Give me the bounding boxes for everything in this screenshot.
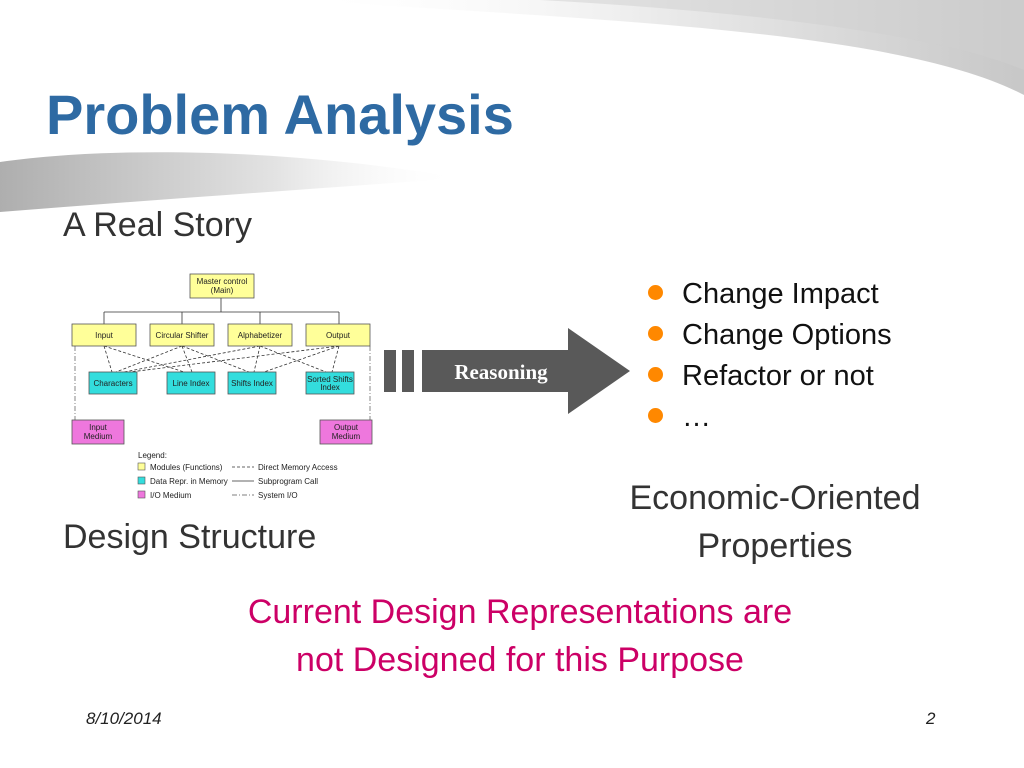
module-output: Output [326,331,351,340]
data-sorted-shifts: Sorted Shifts [307,375,353,384]
bullet-dot-icon [648,284,663,300]
bullet-item: Change Options [648,315,892,356]
legend-modules: Modules (Functions) [150,463,223,472]
reasoning-arrow: Reasoning [384,328,630,414]
module-alphabetizer: Alphabetizer [238,331,283,340]
bullet-dot-icon [648,407,663,423]
legend-data: Data Repr. in Memory [150,477,228,486]
output-medium-label: Output [334,423,359,432]
data-characters: Characters [93,379,132,388]
bullet-dot-icon [648,325,663,341]
legend-system-io: System I/O [258,491,298,500]
bullet-dot-icon [648,366,663,382]
reasoning-label: Reasoning [454,360,548,384]
conclusion-text: Current Design Representations are not D… [247,593,793,679]
slide-number: 2 [926,709,936,728]
design-structure-diagram: Master control (Main) Input Circular Shi… [71,273,373,500]
legend-title: Legend: [138,451,167,460]
data-line-index: Line Index [173,379,210,388]
input-medium-label: Input [89,423,108,432]
legend-direct-memory: Direct Memory Access [258,463,338,472]
legend-io: I/O Medium [150,491,192,500]
economic-properties-caption: Economic-Oriented Properties [629,479,921,565]
bullet-list: Change Impact Change Options Refactor or… [648,274,892,438]
bullet-item: Change Impact [648,274,892,315]
subtitle: A Real Story [63,206,252,244]
legend-subprogram: Subprogram Call [258,477,318,486]
master-main-label: (Main) [211,286,234,295]
data-shifts-index: Shifts Index [231,379,273,388]
bullet-item: … [648,397,892,438]
bullet-item: Refactor or not [648,356,892,397]
input-medium-label-2: Medium [84,432,113,441]
design-structure-caption: Design Structure [63,518,317,556]
data-sorted-index: Index [320,383,340,392]
module-circular-shifter: Circular Shifter [156,331,209,340]
master-control-label: Master control [197,277,248,286]
output-medium-label-2: Medium [332,432,361,441]
module-input: Input [95,331,114,340]
page-title: Problem Analysis [46,83,514,146]
footer-date: 8/10/2014 [86,709,162,728]
